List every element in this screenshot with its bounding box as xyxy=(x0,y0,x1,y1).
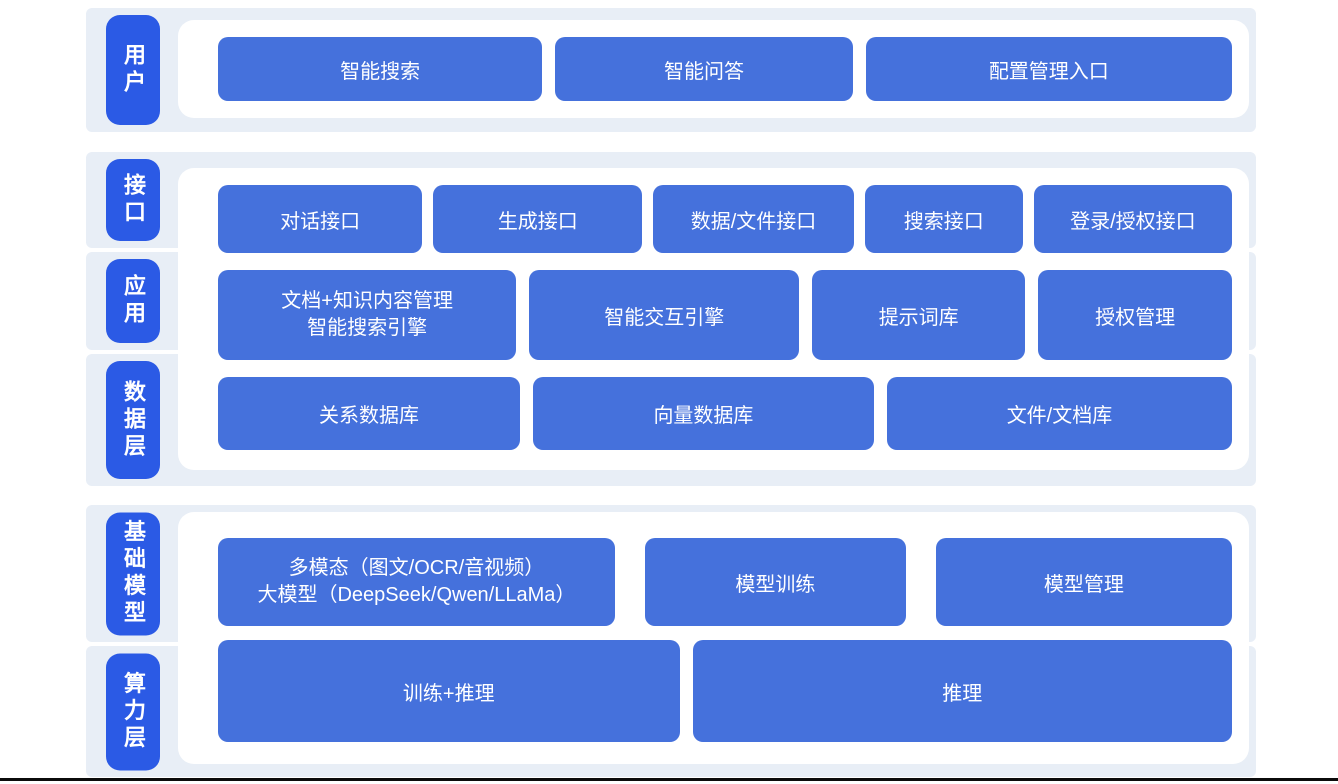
block-generation-api: 生成接口 xyxy=(433,185,643,253)
panel-bottom: 多模态（图文/OCR/音视频） 大模型（DeepSeek/Qwen/LLaMa）… xyxy=(178,512,1249,764)
block-training-inference: 训练+推理 xyxy=(218,640,680,742)
block-relational-db-label: 关系数据库 xyxy=(318,405,419,427)
block-multimodal-llm: 多模态（图文/OCR/音视频） 大模型（DeepSeek/Qwen/LLaMa） xyxy=(218,538,615,626)
block-model-management: 模型管理 xyxy=(935,538,1232,626)
block-smart-search-label: 智能搜索 xyxy=(340,60,421,83)
block-model-management-label: 模型管理 xyxy=(1043,573,1124,596)
layer-label-foundation-model-text: 基础模型 xyxy=(121,519,146,628)
block-doc-knowledge-search-engine-label: 文档+知识内容管理 智能搜索引擎 xyxy=(281,288,453,342)
block-search-api-label: 搜索接口 xyxy=(903,210,984,233)
layer-label-user: 用户 xyxy=(106,15,160,125)
llm-line: 大模型（DeepSeek/Qwen/LLaMa） xyxy=(257,584,576,606)
row-compute: 训练+推理 推理 xyxy=(218,640,1232,742)
block-login-auth-api: 登录/授权接口 xyxy=(1033,185,1232,253)
block-interactive-engine-label: 智能交互引擎 xyxy=(604,306,725,329)
block-file-doc-store: 文件/文档库 xyxy=(886,377,1232,450)
block-prompt-library: 提示词库 xyxy=(812,270,1026,360)
block-prompt-library-label: 提示词库 xyxy=(878,306,959,329)
block-data-file-api: 数据/文件接口 xyxy=(653,185,854,253)
block-authorization-management: 授权管理 xyxy=(1038,270,1232,360)
block-model-training-label: 模型训练 xyxy=(735,573,816,596)
block-training-inference-label: 训练+推理 xyxy=(402,682,495,705)
layer-label-compute-text: 算力层 xyxy=(121,671,146,752)
row-data: 关系数据库 向量数据库 文件/文档库 xyxy=(218,377,1232,450)
layer-label-compute: 算力层 xyxy=(106,653,160,770)
block-search-api: 搜索接口 xyxy=(864,185,1023,253)
search-engine-line: 智能搜索引擎 xyxy=(307,317,428,339)
block-data-file-api-label: 数据/文件接口 xyxy=(690,210,817,233)
row-application: 文档+知识内容管理 智能搜索引擎 智能交互引擎 提示词库 授权管理 xyxy=(218,270,1232,360)
block-doc-knowledge-search-engine: 文档+知识内容管理 智能搜索引擎 xyxy=(218,270,517,360)
block-relational-db: 关系数据库 xyxy=(218,377,520,450)
block-smart-search: 智能搜索 xyxy=(218,37,543,101)
layer-label-application-text: 应用 xyxy=(121,274,146,328)
row-foundation-model: 多模态（图文/OCR/音视频） 大模型（DeepSeek/Qwen/LLaMa）… xyxy=(218,538,1232,626)
block-vector-db-label: 向量数据库 xyxy=(653,405,754,427)
layer-label-foundation-model: 基础模型 xyxy=(106,512,160,635)
block-multimodal-llm-label: 多模态（图文/OCR/音视频） 大模型（DeepSeek/Qwen/LLaMa） xyxy=(257,555,575,609)
panel-middle: 对话接口 生成接口 数据/文件接口 搜索接口 登录/授权接口 文 xyxy=(178,168,1249,470)
block-interactive-engine: 智能交互引擎 xyxy=(529,270,800,360)
layer-label-application: 应用 xyxy=(106,259,160,343)
layer-label-user-text: 用户 xyxy=(121,43,146,97)
section-bottom: 基础模型 算力层 多模态（图文/OCR/音视频） 大模型（DeepSeek/Qw… xyxy=(86,505,1256,777)
multimodal-line: 多模态（图文/OCR/音视频） xyxy=(288,557,545,579)
doc-knowledge-line: 文档+知识内容管理 xyxy=(281,290,453,312)
block-vector-db: 向量数据库 xyxy=(532,377,874,450)
block-model-training: 模型训练 xyxy=(644,538,906,626)
block-inference-label: 推理 xyxy=(942,682,983,705)
bottom-rule xyxy=(0,778,1338,781)
layer-label-interface-text: 接口 xyxy=(121,173,146,227)
row-interface: 对话接口 生成接口 数据/文件接口 搜索接口 登录/授权接口 xyxy=(218,185,1232,253)
block-file-doc-store-label: 文件/文档库 xyxy=(1006,405,1113,427)
section-user: 用户 智能搜索 智能问答 配置管理入口 xyxy=(86,8,1256,132)
layer-label-data: 数据层 xyxy=(106,361,160,479)
block-generation-api-label: 生成接口 xyxy=(497,210,578,233)
layer-label-interface: 接口 xyxy=(106,159,160,241)
block-config-management-entry-label: 配置管理入口 xyxy=(988,60,1109,83)
block-login-auth-api-label: 登录/授权接口 xyxy=(1070,210,1196,233)
block-inference: 推理 xyxy=(692,640,1232,742)
block-dialog-api: 对话接口 xyxy=(218,185,423,253)
row-user: 智能搜索 智能问答 配置管理入口 xyxy=(218,37,1232,101)
block-dialog-api-label: 对话接口 xyxy=(280,210,361,233)
layer-label-data-text: 数据层 xyxy=(121,379,146,461)
block-config-management-entry: 配置管理入口 xyxy=(865,37,1232,101)
block-authorization-management-label: 授权管理 xyxy=(1095,306,1176,329)
block-smart-qa: 智能问答 xyxy=(555,37,853,101)
section-middle: 接口 应用 数据层 对话接口 生成接口 数据/文件接口 xyxy=(86,152,1256,486)
panel-user: 智能搜索 智能问答 配置管理入口 xyxy=(178,20,1249,118)
block-smart-qa-label: 智能问答 xyxy=(663,60,744,83)
